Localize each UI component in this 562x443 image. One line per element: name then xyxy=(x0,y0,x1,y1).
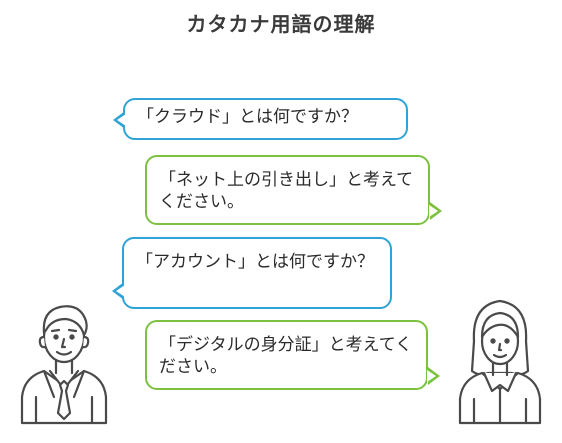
diagram-title: カタカナ用語の理解 xyxy=(186,12,376,36)
question-bubble-1: 「クラウド」とは何ですか？ xyxy=(113,98,408,140)
answer-bubble-2: 「デジタルの身分証」と考えてください。 xyxy=(145,320,440,390)
man-icon xyxy=(20,305,108,425)
bubble-text: 「クラウド」とは何ですか？ xyxy=(137,107,358,127)
bubble-text: 「アカウント」とは何ですか？ xyxy=(136,252,374,272)
woman-icon xyxy=(458,299,542,425)
answer-bubble-1: 「ネット上の引き出し」と考えてください。 xyxy=(145,155,442,225)
question-bubble-2: 「アカウント」とは何ですか？ xyxy=(112,237,392,309)
bubble-text: 「ネット上の引き出し」と考えてください。 xyxy=(159,170,414,212)
bubble-text: 「デジタルの身分証」と考えてください。 xyxy=(159,335,413,377)
